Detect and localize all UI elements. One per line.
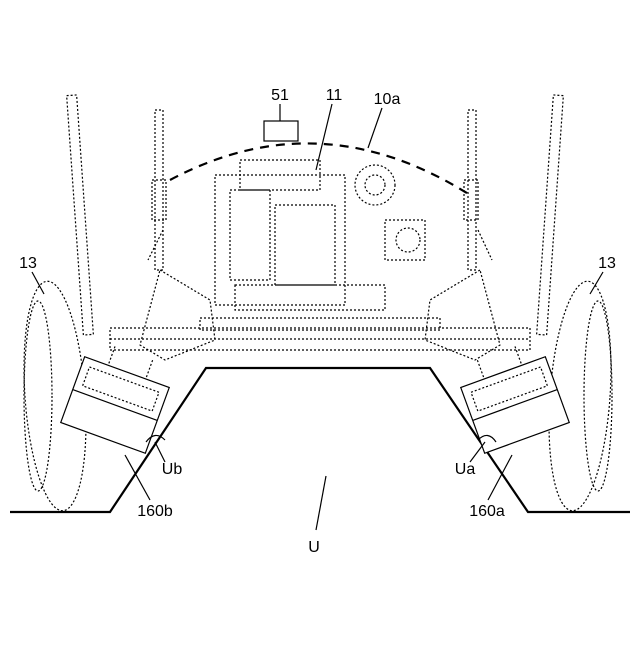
label-controller: 51 — [271, 87, 289, 104]
label-wheel-right: 13 — [598, 255, 616, 272]
right-suspension — [425, 270, 500, 360]
controller-box — [264, 121, 298, 141]
label-engine: 11 — [326, 87, 343, 104]
left-suspension — [140, 270, 215, 360]
left-mast — [67, 95, 166, 335]
label-slope-left: Ub — [162, 461, 183, 478]
label-sprayer-left: 160b — [137, 503, 173, 520]
label-slope-right: Ua — [455, 461, 476, 478]
leader-lines — [32, 104, 603, 530]
right-sprayer-unit — [454, 338, 569, 453]
label-sprayer-right: 160a — [469, 503, 505, 520]
engine — [215, 160, 425, 310]
axle-beam — [110, 318, 530, 350]
label-cover: 10a — [374, 91, 401, 108]
right-mast — [464, 95, 563, 335]
label-wheel-left: 13 — [19, 255, 37, 272]
label-crop-row: U — [308, 539, 320, 556]
